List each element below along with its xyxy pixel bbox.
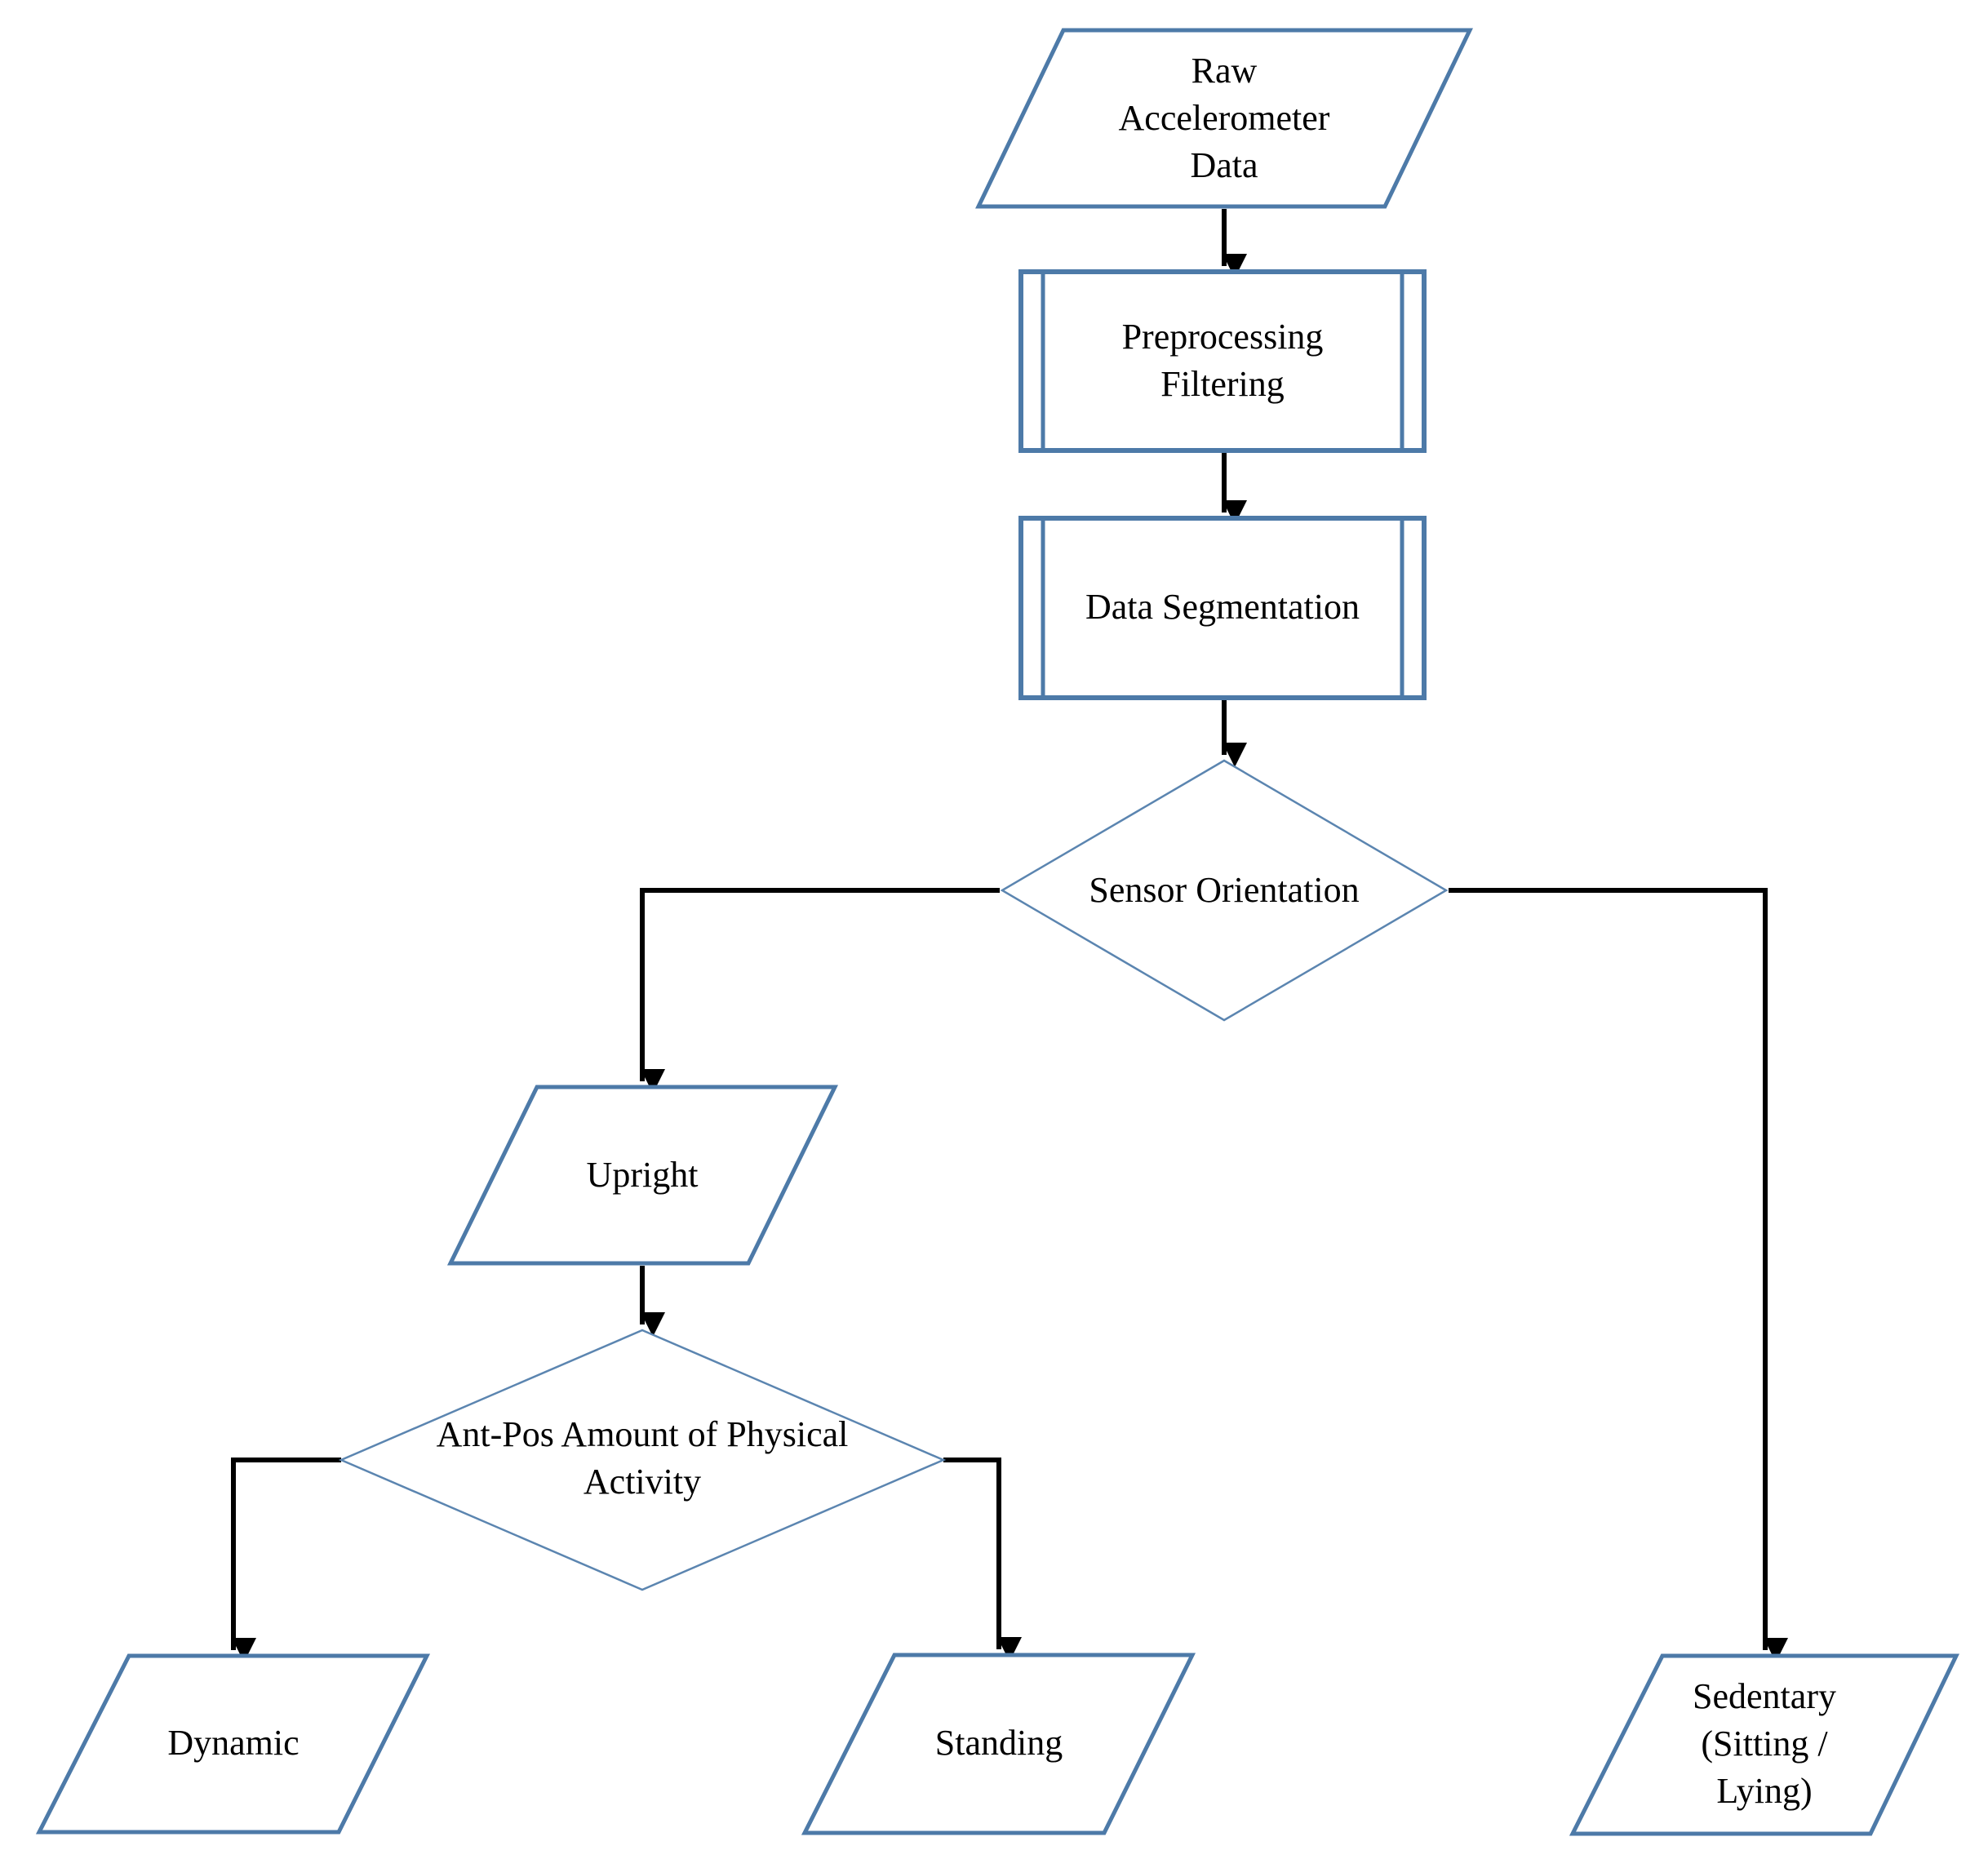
preprocessing-filtering-shape xyxy=(1018,269,1427,453)
connector-antpos-to-standing xyxy=(943,1458,1022,1662)
raw-accelerometer-data-shape xyxy=(975,28,1473,209)
data-segmentation-shape xyxy=(1018,516,1427,700)
sedentary-shape xyxy=(1569,1653,1959,1836)
upright-shape xyxy=(446,1085,839,1266)
connector-orientation-to-sedentary xyxy=(1449,888,1788,1662)
connector-orientation-to-upright xyxy=(640,888,1000,1094)
connector-antpos-to-dynamic xyxy=(231,1458,341,1662)
antpos-activity-shape xyxy=(338,1329,947,1591)
dynamic-shape xyxy=(35,1653,431,1835)
standing-shape xyxy=(801,1653,1196,1835)
sensor-orientation-shape xyxy=(1000,759,1449,1022)
